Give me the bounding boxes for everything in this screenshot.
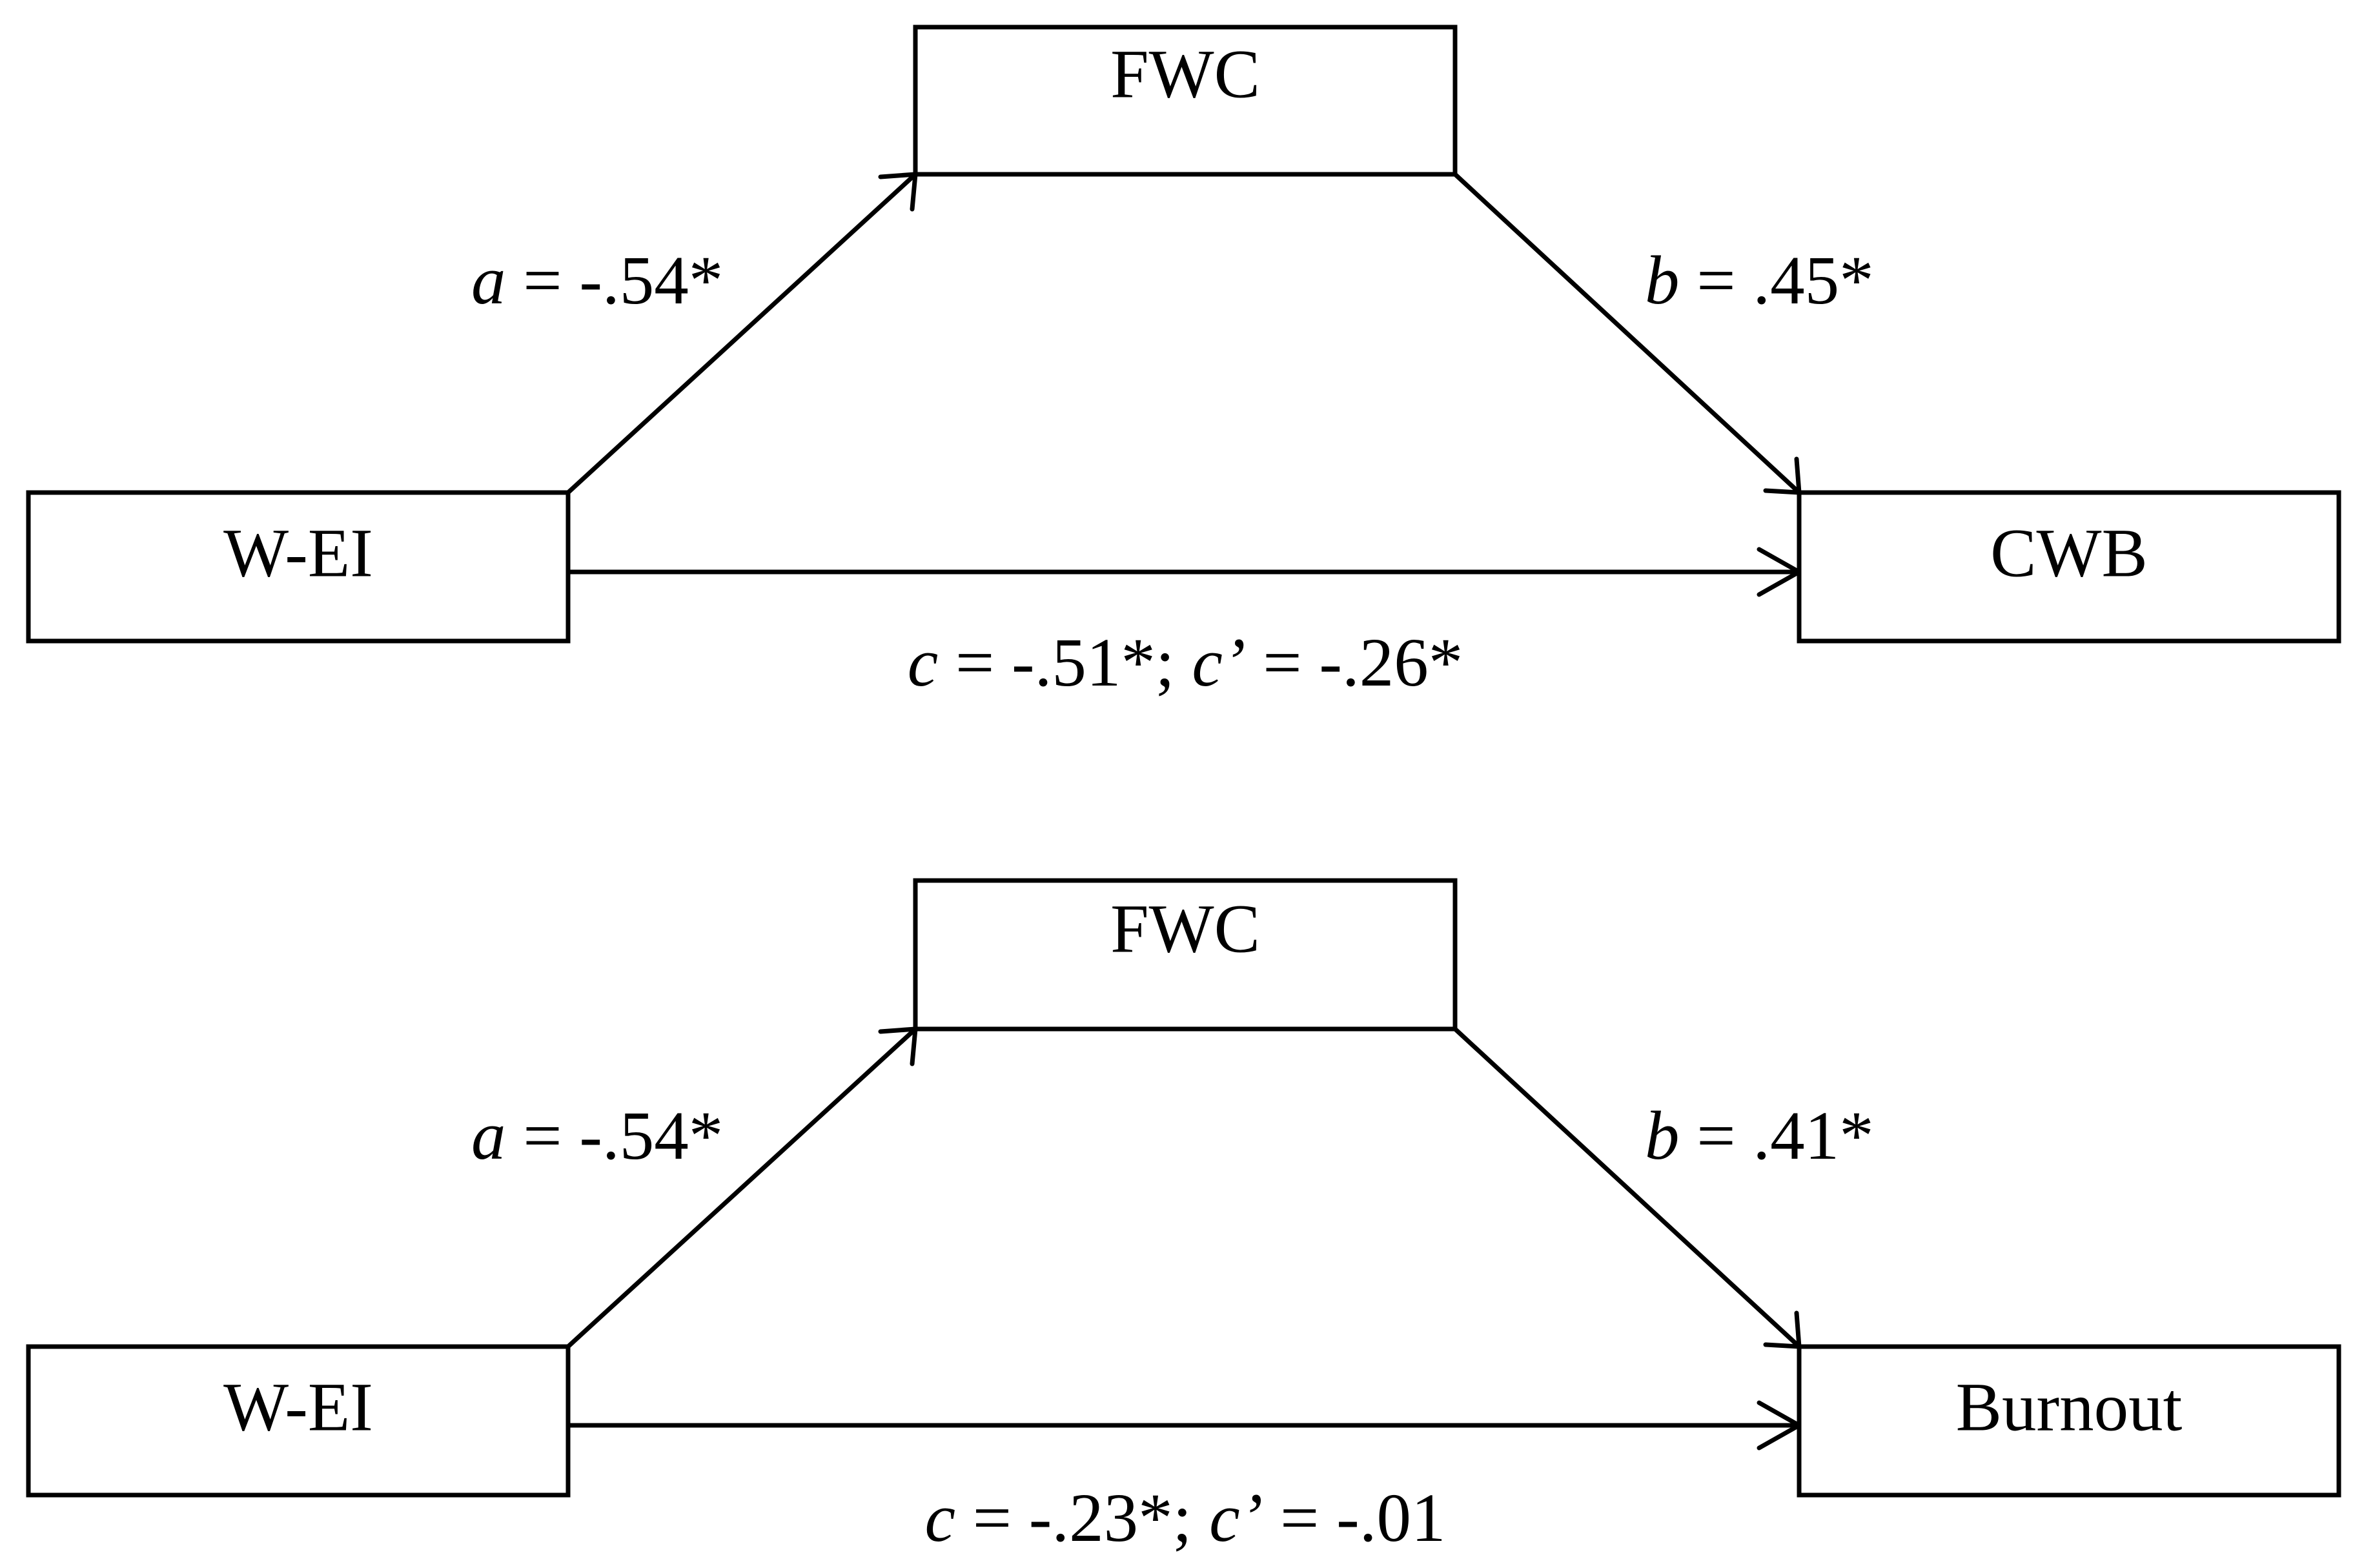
mediator-label: FWC <box>1110 37 1260 113</box>
mediator-box <box>913 25 1458 177</box>
path-c-arrow <box>566 1400 1802 1451</box>
outcome-box <box>1797 1344 2341 1498</box>
predictor-label: W-EI <box>223 1370 373 1446</box>
path-c-coefficient: c = -.51*; c’ = -.26* <box>908 625 1463 701</box>
path-c-arrow <box>566 547 1802 597</box>
path-b-coefficient: b = .41* <box>1645 1098 1874 1174</box>
outcome-box <box>1797 490 2341 644</box>
predictor-box <box>26 1344 571 1498</box>
outcome-label: CWB <box>1990 516 2148 592</box>
mediator-box <box>913 878 1458 1032</box>
path-b-arrow <box>1452 172 1802 495</box>
path-c-coefficient: c = -.23*; c’ = -.01 <box>924 1480 1445 1556</box>
predictor-box <box>26 490 571 644</box>
path-a-arrow <box>566 172 918 495</box>
path-a-coefficient: a = -.54* <box>471 243 723 319</box>
predictor-label: W-EI <box>223 516 373 592</box>
path-b-coefficient: b = .45* <box>1645 243 1874 319</box>
path-a-coefficient: a = -.54* <box>471 1098 723 1174</box>
mediation-panel-2: W-EI FWC Burnout a = -.54* b = .41* c = … <box>26 878 2341 1556</box>
path-b-arrow <box>1452 1026 1802 1349</box>
path-a-arrow <box>566 1026 918 1349</box>
mediator-label: FWC <box>1110 891 1260 968</box>
mediation-panel-1: W-EI FWC CWB a = -.54* b = .45* c = -.51… <box>26 25 2341 701</box>
outcome-label: Burnout <box>1956 1370 2183 1446</box>
